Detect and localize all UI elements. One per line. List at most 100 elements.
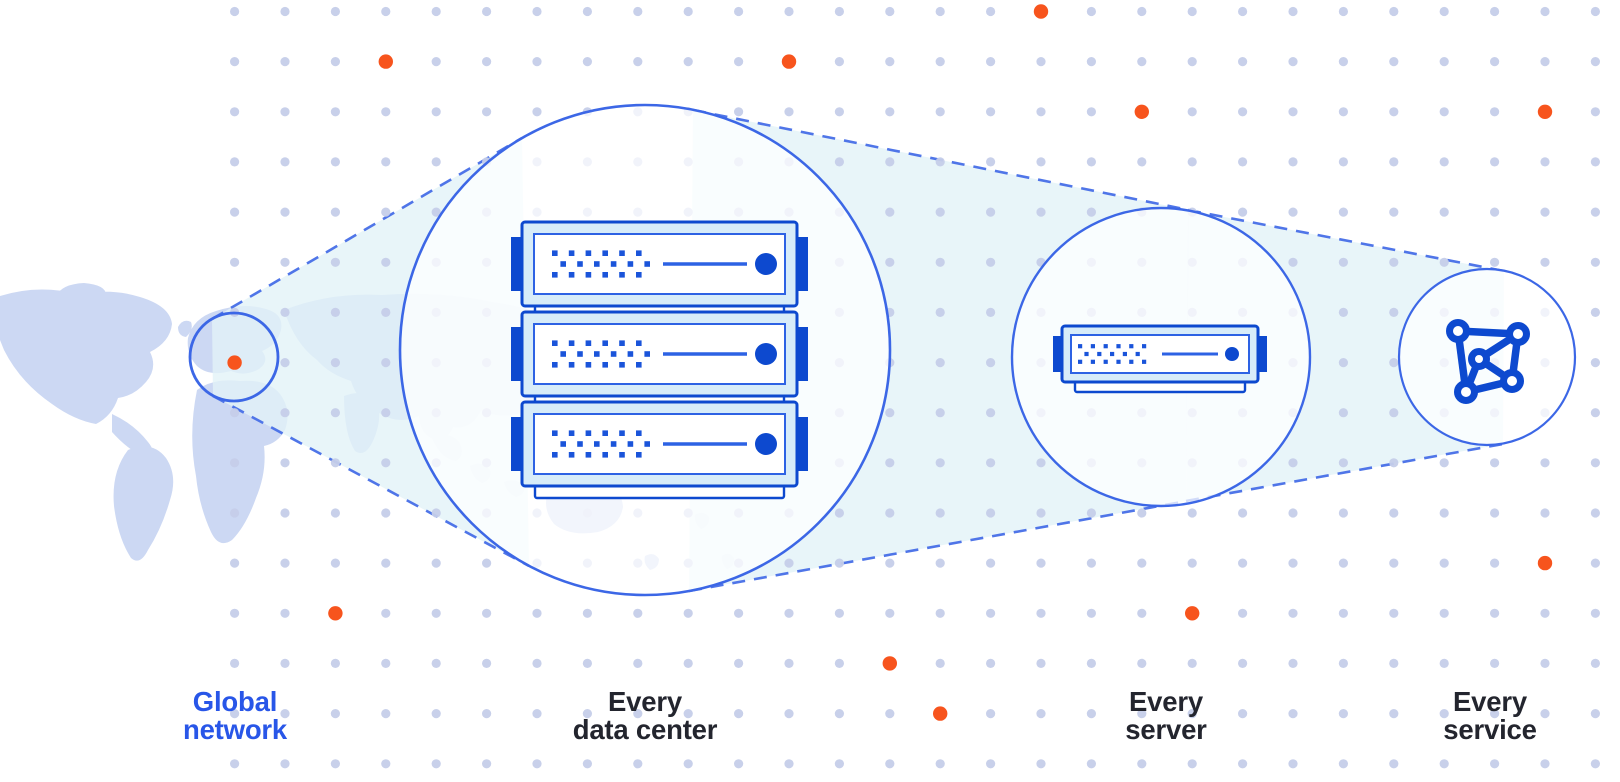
grid-dot [1187,508,1197,518]
grid-dot [1338,157,1348,167]
grid-dot [1590,558,1600,568]
grid-dot [1086,759,1096,769]
grid-dot [1036,558,1046,568]
grid-dot [1439,558,1449,568]
grid-dot [1288,157,1298,167]
grid-dot [1338,458,1348,468]
orange-dot [933,706,948,721]
label-line: Every [608,686,682,717]
grid-dot [482,709,492,719]
orange-dot [781,54,797,69]
grid-dot [1338,6,1348,17]
grid-dot [381,759,391,769]
grid-dot [1439,107,1449,117]
grid-dot [986,558,996,568]
grid-dot [230,6,240,17]
grid-dot [633,658,643,669]
rack-ear-left [1053,336,1062,372]
vent-dot [1110,351,1115,357]
grid-dot [280,408,290,418]
grid-dot [1590,508,1600,518]
grid-dot [381,558,391,568]
grid-dot [935,759,945,769]
rack-ear-left [511,327,522,381]
grid-dot [330,257,340,267]
grid-dot [280,6,290,17]
grid-dot [1439,658,1449,669]
grid-dot [885,408,895,418]
grid-dot [1288,57,1298,67]
grid-dot [1540,207,1550,217]
server-rack-icon [511,220,1267,500]
grid-dot [1238,6,1248,17]
grid-dot [1187,57,1197,67]
orange-dot [1185,606,1200,621]
grid-dot [1439,257,1449,267]
vent-dot [610,261,617,267]
grid-dot [1288,709,1298,719]
grid-dot [1288,6,1298,17]
vent-dot [619,362,625,368]
vent-dot [619,250,625,256]
grid-dot [330,759,340,769]
grid-dot [1389,207,1399,217]
grid-dot [1036,508,1046,518]
grid-dot [784,558,794,568]
grid-dot [532,57,542,67]
grid-dot [734,658,744,669]
grid-dot [1439,207,1449,217]
grid-dot [1338,358,1348,368]
grid-dot [986,257,996,267]
grid-dot [1439,157,1449,167]
grid-dot [1036,207,1046,217]
grid-dot [1540,57,1550,67]
vent-dot [602,452,608,458]
label-line: Global [192,686,278,717]
grid-dot [935,157,945,167]
vent-dot [636,452,642,458]
grid-dot [1187,107,1197,117]
grid-dot [1540,157,1550,167]
grid-dot [1590,608,1600,618]
vent-dot [602,430,608,436]
grid-dot [230,57,240,67]
grid-dot [1490,658,1500,669]
grid-dot [1338,107,1348,117]
vent-dot [577,261,583,267]
grid-dot [280,207,290,217]
grid-dot [885,508,895,518]
grid-dot [280,107,290,117]
grid-dot [532,658,542,669]
label-line: server [1125,714,1207,745]
grid-dot [330,207,340,217]
grid-dot [482,6,492,17]
grid-dot [381,358,391,368]
grid-dot [1389,458,1399,468]
grid-dot [885,608,895,618]
grid-dot [230,608,240,618]
grid-dot [1288,658,1298,669]
grid-dot [482,759,492,769]
grid-dot [532,759,542,769]
grid-dot [734,709,744,719]
grid-dot [230,709,240,719]
grid-dot [935,207,945,217]
vent-dot [577,351,583,357]
grid-dot [834,508,845,518]
grid-dot [935,658,945,669]
grid-dot [482,658,492,669]
vent-dot [594,351,600,357]
grid-dot [1490,57,1500,67]
grid-dot [381,107,391,117]
grid-dot [280,57,290,67]
grid-dot [986,207,996,217]
vent-dot [594,261,600,267]
vent-dot [1129,344,1134,349]
grid-dot [381,207,391,217]
grid-dot [280,157,290,167]
grid-dot [1540,458,1550,468]
vent-dot [560,261,566,267]
grid-dot [1439,57,1449,67]
